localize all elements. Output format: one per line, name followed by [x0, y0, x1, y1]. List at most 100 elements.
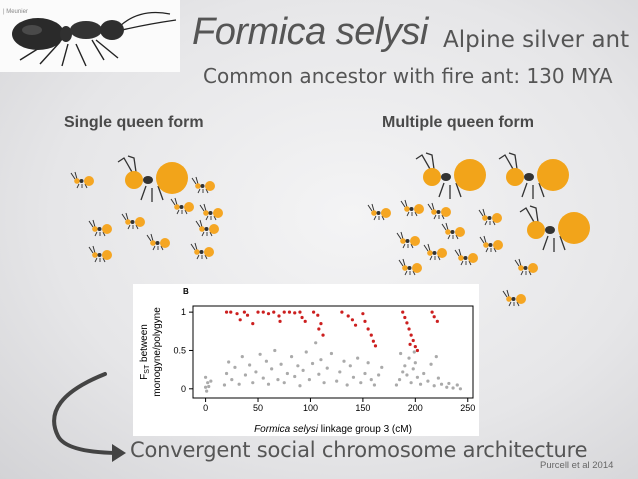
queen-ant — [498, 152, 570, 200]
data-point-red — [361, 312, 365, 316]
y-tick-label: 1 — [181, 307, 186, 317]
data-point-gray — [356, 356, 360, 360]
queen-ant — [117, 155, 189, 203]
data-point-gray — [251, 381, 255, 385]
data-point-gray — [222, 383, 227, 387]
worker-ant — [146, 233, 171, 251]
y-tick-label: 0.5 — [173, 345, 186, 355]
x-tick-label: 100 — [303, 403, 318, 413]
single-queen-heading: Single queen form — [64, 114, 204, 131]
data-point-red — [363, 319, 367, 323]
data-point-red — [266, 312, 271, 316]
data-point-gray — [227, 360, 231, 364]
data-point-gray — [447, 381, 451, 386]
data-point-red — [300, 315, 304, 320]
x-tick-label: 200 — [408, 403, 423, 413]
worker-ant — [70, 171, 95, 189]
data-point-gray — [451, 386, 455, 390]
worker-ant — [478, 208, 503, 226]
data-point-red — [371, 339, 375, 343]
data-point-gray — [397, 378, 402, 382]
worker-ant — [427, 202, 452, 220]
y-axis-label-line1: FST between — [139, 324, 151, 380]
data-point-gray — [206, 381, 210, 385]
data-point-gray — [317, 372, 321, 376]
data-point-gray — [458, 387, 463, 391]
data-point-red — [435, 319, 439, 323]
data-point-red — [278, 319, 282, 323]
data-point-gray — [418, 382, 423, 386]
data-point-gray — [207, 384, 211, 389]
worker-ant — [191, 176, 216, 194]
queen-ant — [519, 205, 591, 253]
worker-ant — [398, 258, 423, 276]
data-point-gray — [270, 367, 274, 371]
data-point-red — [251, 322, 255, 326]
data-point-gray — [405, 373, 409, 377]
data-point-gray — [289, 355, 294, 359]
data-point-red — [245, 313, 250, 317]
x-tick-label: 50 — [253, 403, 263, 413]
data-point-gray — [261, 376, 265, 380]
data-point-gray — [409, 381, 413, 385]
data-point-gray — [366, 361, 370, 365]
data-point-red — [238, 318, 242, 322]
x-tick-label: 250 — [460, 403, 475, 413]
data-point-gray — [380, 365, 384, 369]
data-point-gray — [248, 363, 252, 367]
worker-ant — [479, 235, 504, 253]
data-point-red — [346, 314, 350, 318]
data-point-gray — [429, 362, 433, 366]
data-point-red — [405, 321, 409, 325]
worker-ant — [121, 212, 146, 230]
data-point-red — [430, 310, 434, 314]
data-point-gray — [413, 361, 417, 365]
photo-credit: | Meunier — [3, 9, 28, 15]
data-point-gray — [276, 378, 280, 382]
data-point-gray — [401, 370, 405, 374]
common-name: Alpine silver ant — [443, 27, 630, 53]
data-point-gray — [325, 366, 329, 370]
data-point-gray — [230, 378, 234, 382]
worker-ant — [195, 219, 220, 237]
data-point-gray — [310, 361, 315, 366]
data-point-gray — [285, 371, 289, 376]
worker-ant — [441, 222, 466, 240]
worker-ant — [502, 289, 527, 307]
citation: Purcell et al 2014 — [540, 460, 614, 471]
data-point-gray — [237, 382, 241, 386]
data-point-gray — [415, 375, 420, 379]
worker-ant — [514, 258, 539, 276]
data-point-gray — [322, 381, 326, 385]
data-point-gray — [348, 364, 352, 368]
worker-ant — [454, 248, 479, 266]
data-point-gray — [203, 385, 208, 389]
data-point-gray — [282, 381, 286, 385]
data-point-gray — [205, 389, 209, 393]
data-point-gray — [359, 381, 363, 385]
ancestor-subtitle: Common ancestor with fire ant: 130 MYA — [203, 64, 613, 88]
data-point-gray — [279, 362, 283, 366]
data-point-gray — [296, 364, 300, 368]
data-point-red — [413, 345, 417, 349]
data-point-gray — [273, 348, 277, 353]
data-point-red — [282, 310, 286, 314]
data-point-gray — [266, 382, 271, 386]
x-tick-label: 0 — [203, 403, 208, 413]
data-point-gray — [304, 350, 308, 354]
y-tick-label: 0 — [181, 384, 186, 394]
worker-ant — [367, 203, 392, 221]
panel-label: B — [183, 287, 189, 296]
data-point-gray — [209, 379, 213, 383]
data-point-gray — [455, 383, 459, 387]
data-point-gray — [363, 371, 367, 376]
data-point-gray — [436, 376, 440, 380]
data-point-gray — [301, 368, 305, 372]
data-point-gray — [394, 383, 399, 387]
data-point-gray — [224, 371, 229, 376]
data-point-gray — [298, 384, 302, 388]
data-point-gray — [314, 341, 318, 345]
data-point-gray — [351, 375, 356, 379]
